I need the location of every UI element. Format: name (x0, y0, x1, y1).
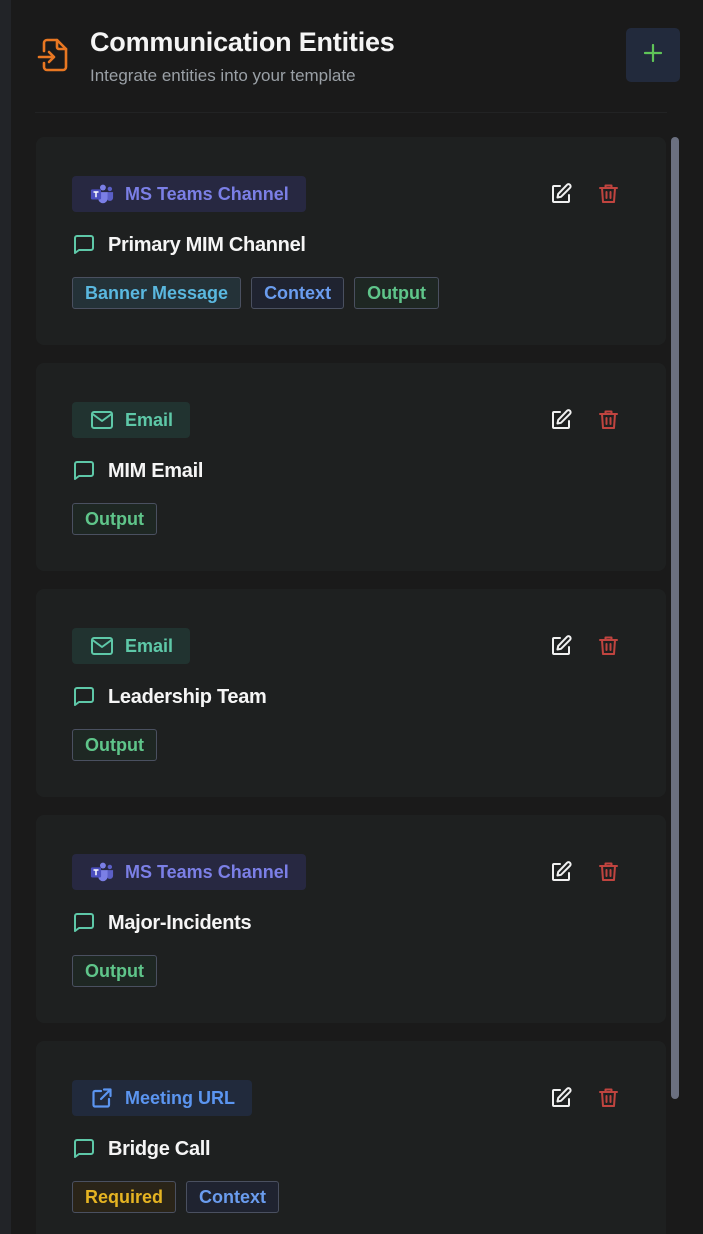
message-icon (74, 235, 94, 254)
edit-icon (552, 635, 572, 655)
edit-icon (552, 861, 572, 881)
entity-name-row: Major-Incidents (72, 911, 252, 935)
tag-output: Output (72, 503, 157, 535)
panel-header: Communication Entities Integrate entitie… (11, 0, 703, 112)
edit-icon (552, 1087, 572, 1107)
left-rail (0, 0, 11, 1234)
edit-icon (552, 409, 572, 429)
entity-tags: Banner Message Context Output (72, 277, 440, 309)
entity-type-badge: MS Teams Channel (72, 176, 306, 212)
tag-context: Context (251, 277, 345, 309)
entity-type-badge: Meeting URL (72, 1080, 252, 1116)
tag-required: Required (72, 1181, 177, 1213)
entity-name: MIM Email (108, 459, 204, 482)
tag-context: Context (186, 1181, 280, 1213)
edit-button[interactable] (550, 1086, 573, 1109)
entity-card: MS Teams Channel Major-Incidents Output (36, 815, 666, 1023)
entity-type-label: Meeting URL (125, 1087, 235, 1108)
message-icon (74, 461, 94, 480)
entity-name: Bridge Call (108, 1137, 211, 1160)
entity-card: Email Leadership Team Output (36, 589, 666, 797)
header-divider (35, 112, 667, 113)
delete-button[interactable] (597, 408, 620, 431)
entity-card: MS Teams Channel Primary MIM Channel Ban… (36, 137, 666, 345)
scrollbar-thumb[interactable] (671, 137, 679, 1099)
edit-icon (552, 183, 572, 203)
entity-type-badge: Email (72, 402, 191, 438)
delete-button[interactable] (597, 634, 620, 657)
entity-tags: Output (72, 503, 157, 535)
trash-icon (599, 184, 618, 203)
edit-button[interactable] (550, 634, 573, 657)
add-entity-button[interactable] (626, 28, 680, 82)
message-icon (74, 913, 94, 932)
entity-name: Leadership Team (108, 685, 267, 708)
tag-banner-message: Banner Message (72, 277, 242, 309)
entity-type-badge: Email (72, 628, 191, 664)
tag-output: Output (72, 729, 157, 761)
entity-card: Email MIM Email Output (36, 363, 666, 571)
delete-button[interactable] (597, 860, 620, 883)
page-subtitle: Integrate entities into your template (90, 66, 356, 85)
entity-type-label: Email (125, 635, 174, 656)
delete-button[interactable] (597, 1086, 620, 1109)
tag-output: Output (72, 955, 157, 987)
trash-icon (599, 1088, 618, 1107)
entity-type-badge: MS Teams Channel (72, 854, 306, 890)
entity-tags: Output (72, 955, 157, 987)
entity-card: Meeting URL Bridge Call Required Context (36, 1041, 666, 1234)
tag-output: Output (354, 277, 440, 309)
trash-icon (599, 862, 618, 881)
mail-icon (90, 634, 114, 658)
plus-icon (643, 43, 663, 67)
ms-teams-icon (90, 182, 114, 206)
mail-icon (90, 408, 114, 432)
edit-button[interactable] (550, 182, 573, 205)
delete-button[interactable] (597, 182, 620, 205)
entity-name-row: Leadership Team (72, 685, 267, 709)
entity-tags: Required Context (72, 1181, 280, 1213)
communication-entities-panel: Communication Entities Integrate entitie… (11, 0, 703, 1234)
message-icon (74, 1139, 94, 1158)
external-link-icon (90, 1086, 114, 1110)
entity-tags: Output (72, 729, 157, 761)
entity-list: MS Teams Channel Primary MIM Channel Ban… (11, 113, 703, 1234)
message-icon (74, 687, 94, 706)
entity-type-label: Email (125, 409, 174, 430)
edit-button[interactable] (550, 408, 573, 431)
file-import-icon (37, 37, 71, 73)
ms-teams-icon (90, 860, 114, 884)
entity-name-row: MIM Email (72, 459, 203, 483)
entity-name: Major-Incidents (108, 911, 252, 934)
entity-name-row: Primary MIM Channel (72, 233, 306, 257)
entity-type-label: MS Teams Channel (125, 183, 289, 204)
page-title: Communication Entities (90, 27, 395, 57)
entity-name-row: Bridge Call (72, 1137, 211, 1161)
edit-button[interactable] (550, 860, 573, 883)
entity-type-label: MS Teams Channel (125, 861, 289, 882)
trash-icon (599, 636, 618, 655)
trash-icon (599, 410, 618, 429)
entity-name: Primary MIM Channel (108, 233, 306, 256)
